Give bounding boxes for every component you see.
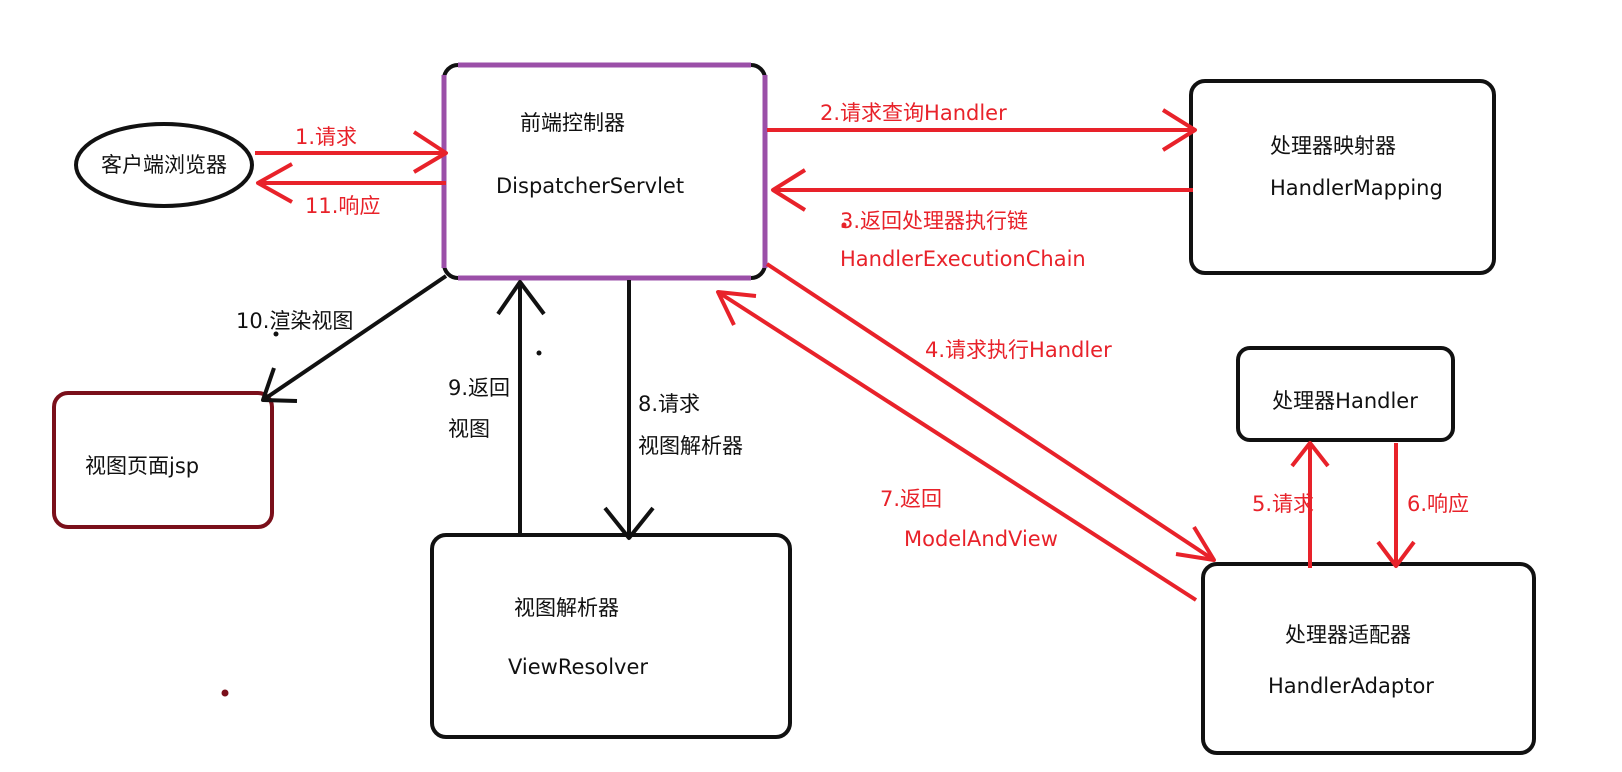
edge-9-return-view: 9.返回 视图	[448, 280, 546, 537]
node-client-browser[interactable]: 客户端浏览器	[74, 122, 254, 208]
edge-7-label-line1: 7.返回	[880, 487, 942, 511]
node-handler-adaptor[interactable]: 处理器适配器 HandlerAdaptor	[1201, 562, 1536, 755]
stray-dot	[536, 350, 542, 356]
node-view-resolver[interactable]: 视图解析器 ViewResolver	[430, 533, 792, 739]
dispatcher-label-cn: 前端控制器	[520, 111, 625, 135]
edge-9-label-line1: 9.返回	[448, 376, 510, 400]
edge-8-label-line1: 8.请求	[638, 392, 700, 416]
edge-6-label: 6.响应	[1407, 492, 1469, 516]
handler-adaptor-label-cn: 处理器适配器	[1285, 623, 1411, 647]
stray-dot	[221, 689, 229, 697]
edge-5-label: 5.请求	[1252, 492, 1314, 516]
edge-10-label: 10.渲染视图	[236, 309, 353, 333]
edge-9-label-line2: 视图	[448, 417, 490, 441]
stray-dot	[841, 222, 847, 228]
view-resolver-label-en: ViewResolver	[508, 655, 648, 679]
client-browser-label: 客户端浏览器	[101, 153, 227, 177]
edge-2-query-handler: 2.请求查询Handler	[767, 101, 1197, 152]
edge-1-request: 1.请求	[255, 125, 448, 174]
stray-dot	[273, 331, 279, 337]
edge-5-request: 5.请求	[1252, 441, 1330, 568]
edge-7-label-line2: ModelAndView	[904, 527, 1058, 551]
edge-8-label-line2: 视图解析器	[638, 434, 743, 458]
edge-11-label: 11.响应	[305, 194, 380, 218]
edge-3-return-execution-chain: 3.返回处理器执行链 HandlerExecutionChain	[771, 168, 1193, 271]
node-view-page-jsp[interactable]: 视图页面jsp	[52, 391, 274, 529]
edge-2-label: 2.请求查询Handler	[820, 101, 1007, 125]
node-handler[interactable]: 处理器Handler	[1236, 346, 1455, 442]
node-dispatcher-servlet[interactable]: 前端控制器 DispatcherServlet	[441, 62, 768, 281]
edge-4-label: 4.请求执行Handler	[925, 338, 1112, 362]
edge-1-label: 1.请求	[295, 125, 357, 149]
edge-6-response: 6.响应	[1376, 443, 1469, 568]
handler-label: 处理器Handler	[1272, 389, 1418, 413]
node-handler-mapping[interactable]: 处理器映射器 HandlerMapping	[1189, 79, 1496, 275]
handler-mapping-label-cn: 处理器映射器	[1270, 134, 1396, 158]
view-resolver-label-cn: 视图解析器	[514, 596, 619, 620]
handler-adaptor-label-en: HandlerAdaptor	[1268, 674, 1434, 698]
edge-4-execute-handler: 4.请求执行Handler	[765, 262, 1216, 562]
edge-10-render-view: 10.渲染视图	[236, 274, 448, 403]
dispatcher-label-en: DispatcherServlet	[496, 174, 684, 198]
edge-3-label-line2: HandlerExecutionChain	[840, 247, 1086, 271]
edge-7-return-model-and-view: 7.返回 ModelAndView	[716, 290, 1198, 602]
edge-3-label-line1: 3.返回处理器执行链	[840, 209, 1028, 233]
edge-8-request-view-resolver: 8.请求 视图解析器	[603, 280, 743, 540]
handler-mapping-label-en: HandlerMapping	[1270, 176, 1443, 200]
edge-11-response: 11.响应	[256, 162, 446, 218]
view-page-label: 视图页面jsp	[85, 454, 199, 478]
